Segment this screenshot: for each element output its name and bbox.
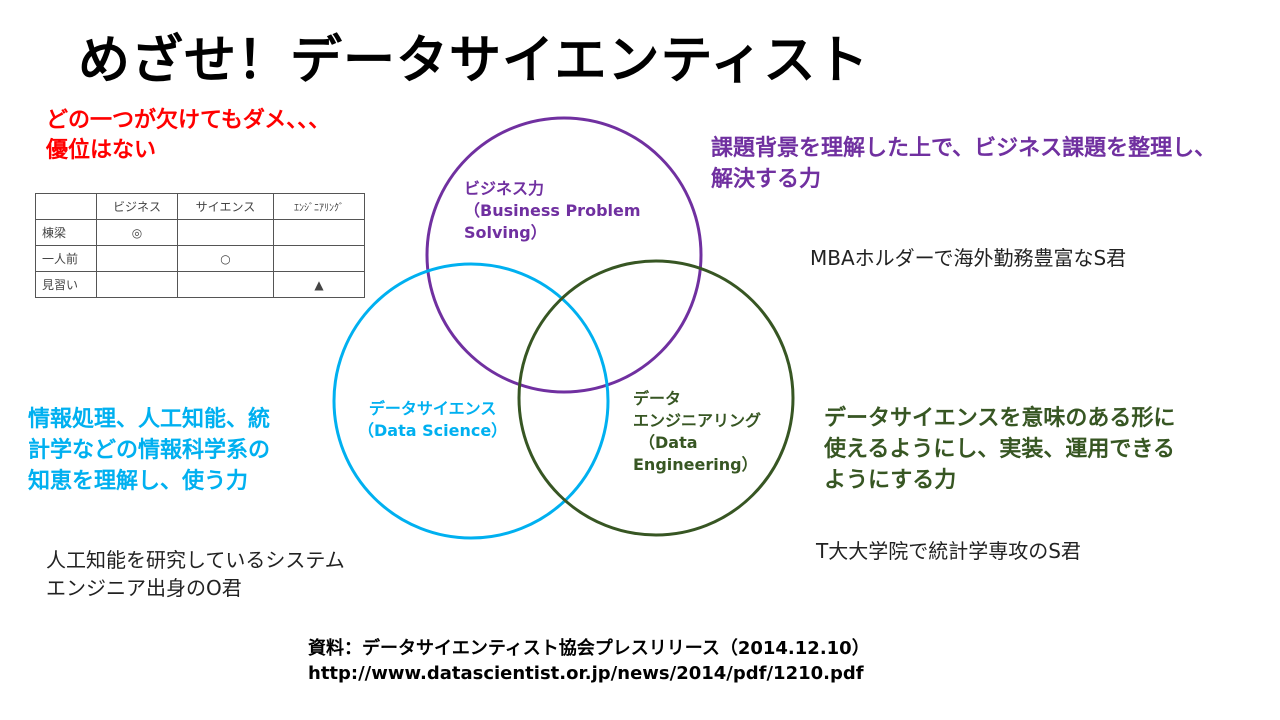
label-line: Engineering）	[633, 455, 758, 474]
engineering-description: データサイエンスを意味のある形に 使えるようにし、実装、運用できる ようにする力	[824, 403, 1175, 496]
table-header-row: ビジネス サイエンス ｴﾝｼﾞﾆｱﾘﾝｸﾞ	[35, 193, 365, 220]
label-line: Solving）	[464, 223, 547, 242]
table-cell: ◎	[96, 219, 178, 246]
table-cell	[177, 271, 274, 298]
engineering-circle	[517, 259, 795, 537]
science-circle-label: データサイエンス （Data Science）	[358, 398, 507, 442]
label-line: （Business Problem	[464, 201, 641, 220]
table-row: 棟梁 ◎	[35, 219, 365, 246]
person-line: 人工知能を研究しているシステム	[46, 548, 345, 572]
label-line: （Data Science）	[358, 421, 508, 440]
engineering-person: T大大学院で統計学専攻のS君	[816, 539, 1081, 563]
table-cell	[96, 271, 178, 298]
label-line: エンジニアリング	[633, 411, 762, 430]
table-row: 一人前 ○	[35, 245, 365, 272]
science-person: 人工知能を研究しているシステム エンジニア出身のO君	[46, 546, 345, 602]
description-line: データサイエンスを意味のある形に	[824, 406, 1176, 431]
description-line: ようにする力	[824, 468, 957, 493]
warning-line: 優位はない	[46, 138, 157, 163]
label-line: （Data	[639, 433, 698, 452]
description-line: 知恵を理解し、使う力	[28, 469, 249, 494]
business-circle-label: ビジネス力 （Business Problem Solving）	[464, 178, 641, 244]
business-description: 課題背景を理解した上で、ビジネス課題を整理し、 解決する力	[711, 133, 1216, 195]
label-line: ビジネス力	[464, 179, 545, 198]
science-description: 情報処理、人工知能、統 計学などの情報科学系の 知恵を理解し、使う力	[28, 404, 270, 497]
description-line: 使えるようにし、実装、運用できる	[824, 437, 1175, 462]
source-url: http://www.datascientist.or.jp/news/2014…	[308, 663, 864, 684]
engineering-circle-label: データ エンジニアリング （Data Engineering）	[633, 388, 761, 476]
slide-title: めざせ！データサイエンティスト	[78, 31, 870, 91]
person-line: エンジニア出身のO君	[46, 576, 242, 600]
source-line: 資料：データサイエンティスト協会プレスリリース（2014.12.10）	[308, 638, 870, 659]
warning-line: どの一つが欠けてもダメ、、、	[46, 108, 331, 133]
table-row: 見習い ▲	[35, 271, 365, 298]
table-cell	[273, 245, 365, 272]
description-line: 解決する力	[711, 167, 822, 192]
label-line: データ	[633, 389, 682, 408]
business-person: MBAホルダーで海外勤務豊富なS君	[810, 246, 1127, 270]
description-line: 課題背景を理解した上で、ビジネス課題を整理し、	[711, 136, 1217, 161]
business-circle	[425, 116, 703, 394]
table-cell: 一人前	[35, 245, 97, 272]
table-cell: ▲	[273, 271, 365, 298]
table-cell: 見習い	[35, 271, 97, 298]
label-line: データサイエンス	[368, 399, 497, 418]
science-circle	[332, 262, 610, 540]
description-line: 計学などの情報科学系の	[28, 438, 271, 463]
source-citation: 資料：データサイエンティスト協会プレスリリース（2014.12.10） http…	[308, 636, 870, 686]
skill-level-table: ビジネス サイエンス ｴﾝｼﾞﾆｱﾘﾝｸﾞ 棟梁 ◎ 一人前 ○ 見習い ▲	[35, 193, 365, 298]
description-line: 情報処理、人工知能、統	[28, 407, 271, 432]
warning-note: どの一つが欠けてもダメ、、、 優位はない	[46, 106, 330, 166]
